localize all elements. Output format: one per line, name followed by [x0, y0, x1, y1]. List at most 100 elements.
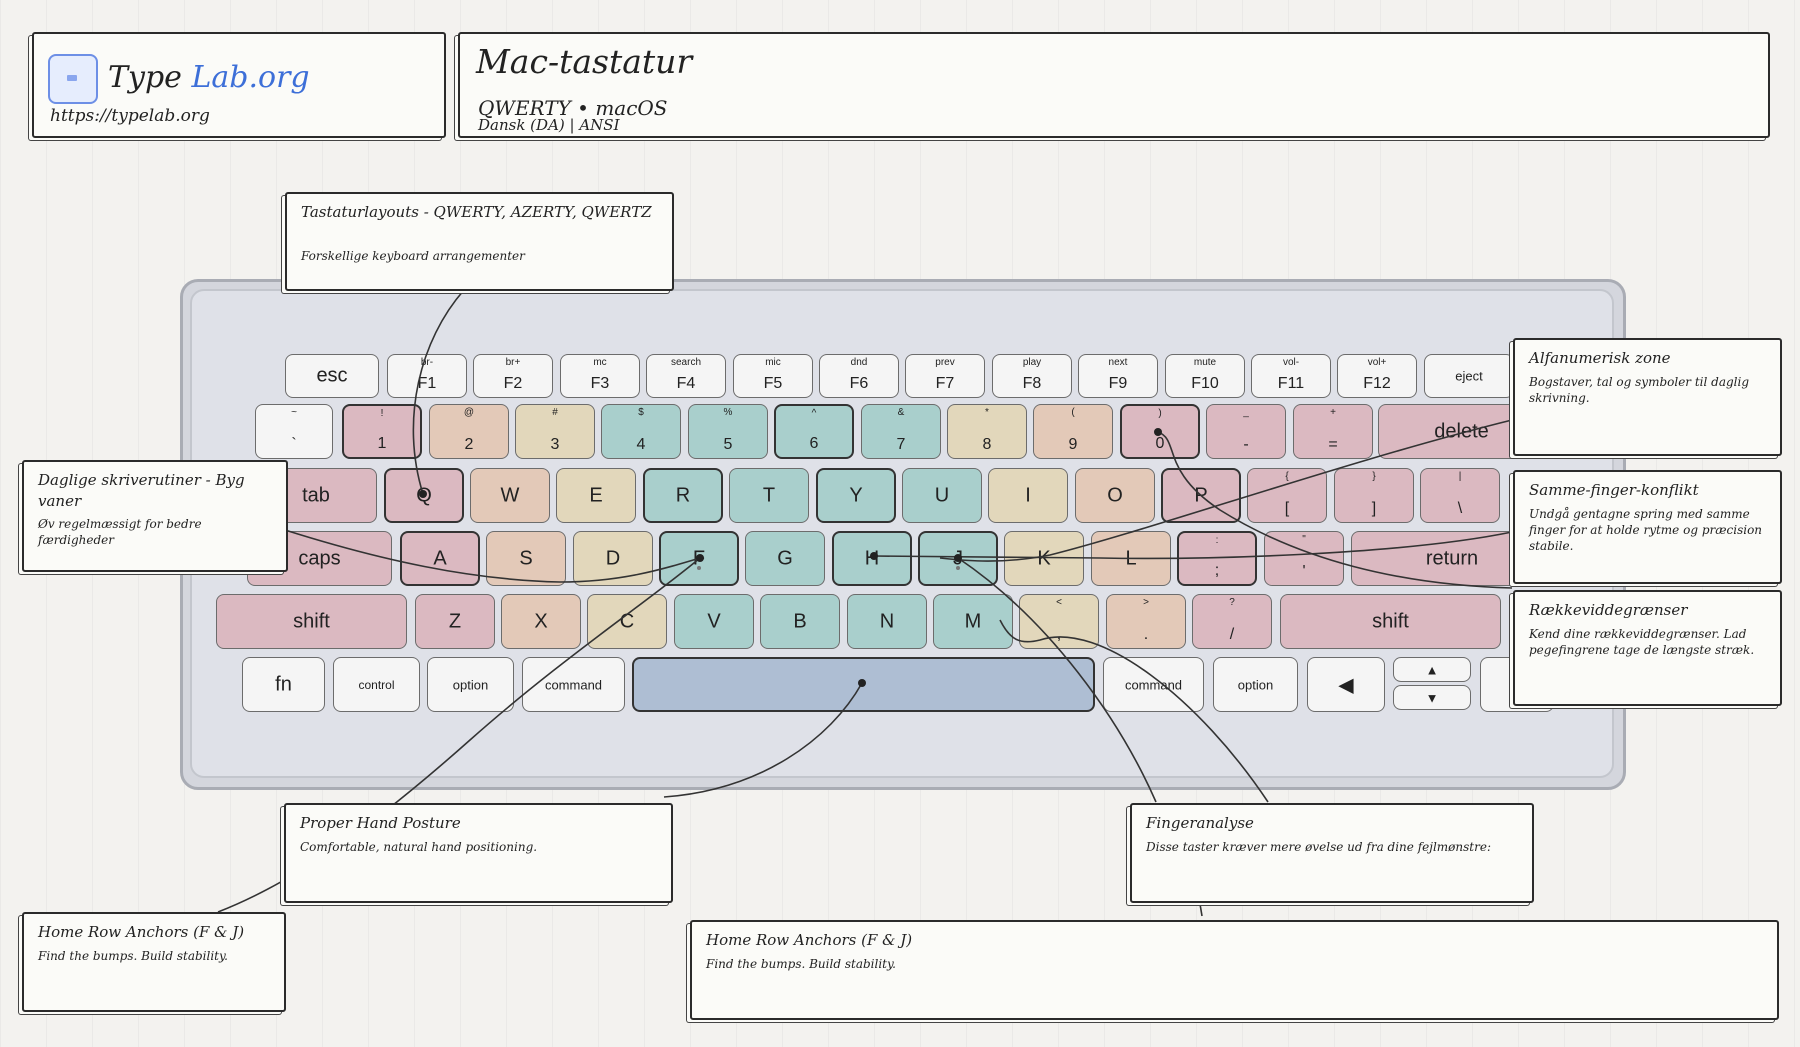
key-bottom-8[interactable]: <,: [1019, 594, 1099, 649]
key-bottom-7[interactable]: M: [933, 594, 1013, 649]
key-8[interactable]: *8: [947, 404, 1027, 459]
key-label: [: [1284, 500, 1290, 517]
key-6[interactable]: ^6: [774, 404, 854, 459]
key-bottom-10[interactable]: ?/: [1192, 594, 1272, 649]
key-home-3[interactable]: D: [573, 531, 653, 586]
key-label: shift: [293, 610, 330, 632]
key-bottom-6[interactable]: N: [847, 594, 927, 649]
brand-url[interactable]: https://typelab.org: [50, 106, 210, 126]
key-shift-label: *: [985, 407, 989, 418]
key-bottom-5[interactable]: B: [760, 594, 840, 649]
key-shift-label: {: [1285, 471, 1289, 482]
key-label: F3: [590, 375, 610, 392]
key-label: F8: [1022, 375, 1042, 392]
key-top-9[interactable]: O: [1075, 468, 1155, 523]
key-f12[interactable]: vol+F12: [1337, 354, 1417, 398]
anchor-dot: [870, 552, 878, 560]
key-label: F2: [503, 375, 523, 392]
key-control[interactable]: control: [333, 657, 420, 712]
key-home-1[interactable]: A: [400, 531, 480, 586]
key-label: 9: [1068, 436, 1078, 453]
key-top-1[interactable]: Q: [384, 468, 464, 523]
connector-finger-b: [999, 619, 1269, 803]
key-home-5[interactable]: G: [745, 531, 825, 586]
key-top-11[interactable]: {[: [1247, 468, 1327, 523]
callout-anchors-left: Home Row Anchors (F & J) Find the bumps.…: [22, 912, 286, 1012]
callout-alnum: Alfanumerisk zone Bogstaver, tal og symb…: [1513, 338, 1782, 456]
key-backtick[interactable]: ~`: [255, 404, 333, 459]
key-esc[interactable]: esc: [285, 354, 379, 398]
key-4[interactable]: $4: [601, 404, 681, 459]
key-label: 4: [636, 436, 646, 453]
key-option-right[interactable]: option: [1213, 657, 1298, 712]
brand-name[interactable]: Type Lab.org: [108, 60, 310, 95]
key-3[interactable]: #3: [515, 404, 595, 459]
key-f2[interactable]: br+F2: [473, 354, 553, 398]
key-bottom-1[interactable]: Z: [415, 594, 495, 649]
connector-samefinger: [873, 531, 1513, 560]
key-top-4[interactable]: R: [643, 468, 723, 523]
key-bottom-9[interactable]: >.: [1106, 594, 1186, 649]
key-shift-label: vol+: [1367, 357, 1387, 368]
key-arrow-down[interactable]: ▼: [1393, 685, 1471, 710]
key-top-7[interactable]: U: [902, 468, 982, 523]
key-bottom-4[interactable]: V: [674, 594, 754, 649]
key-11[interactable]: _-: [1206, 404, 1286, 459]
key-bottom-3[interactable]: C: [587, 594, 667, 649]
key-fn[interactable]: fn: [242, 657, 325, 712]
connector-alnum: [939, 419, 1513, 562]
key-shift-label: search: [670, 357, 701, 368]
key-top-5[interactable]: T: [729, 468, 809, 523]
key-command-left[interactable]: command: [522, 657, 625, 712]
key-10[interactable]: )0: [1120, 404, 1200, 459]
key-option-left[interactable]: option: [427, 657, 514, 712]
key-shift-label: play: [1022, 357, 1042, 368]
key-shift-label: vol-: [1282, 357, 1300, 368]
callout-reach: Rækkeviddegrænser Kend dine rækkeviddegr…: [1513, 590, 1782, 706]
key-top-12[interactable]: }]: [1334, 468, 1414, 523]
key-arrow-up[interactable]: ▲: [1393, 657, 1471, 682]
key-12[interactable]: +=: [1293, 404, 1373, 459]
key-1[interactable]: !1: [342, 404, 422, 459]
key-top-2[interactable]: W: [470, 468, 550, 523]
key-top-6[interactable]: Y: [816, 468, 896, 523]
key-shift-label: dnd: [850, 357, 868, 368]
page-title: Mac-tastatur: [476, 42, 693, 81]
key-home-6[interactable]: H: [832, 531, 912, 586]
key-home-10[interactable]: :;: [1177, 531, 1257, 586]
key-label: 8: [982, 436, 992, 453]
key-label: W: [500, 484, 520, 506]
key-label: ,: [1056, 626, 1062, 643]
key-5[interactable]: %5: [688, 404, 768, 459]
key-shift-label: ": [1302, 534, 1306, 545]
key-eject[interactable]: eject: [1424, 354, 1514, 398]
key-label: G: [777, 547, 793, 569]
key-home-11[interactable]: "': [1264, 531, 1344, 586]
key-shift-left[interactable]: shift: [216, 594, 407, 649]
key-top-8[interactable]: I: [988, 468, 1068, 523]
key-7[interactable]: &7: [861, 404, 941, 459]
key-home-2[interactable]: S: [486, 531, 566, 586]
key-9[interactable]: (9: [1033, 404, 1113, 459]
callout-anchors-wide: Home Row Anchors (F & J) Find the bumps.…: [690, 920, 1779, 1020]
key-label: eject: [1455, 368, 1483, 384]
key-arrow-left[interactable]: ◀: [1307, 657, 1385, 712]
key-label: 0: [1155, 435, 1165, 452]
key-2[interactable]: @2: [429, 404, 509, 459]
key-bottom-2[interactable]: X: [501, 594, 581, 649]
key-label: control: [358, 677, 395, 692]
key-shift-right[interactable]: shift: [1280, 594, 1501, 649]
key-top-3[interactable]: E: [556, 468, 636, 523]
key-label: 6: [809, 435, 819, 452]
key-top-13[interactable]: |\: [1420, 468, 1500, 523]
key-f11[interactable]: vol-F11: [1251, 354, 1331, 398]
key-f1[interactable]: br-F1: [387, 354, 467, 398]
